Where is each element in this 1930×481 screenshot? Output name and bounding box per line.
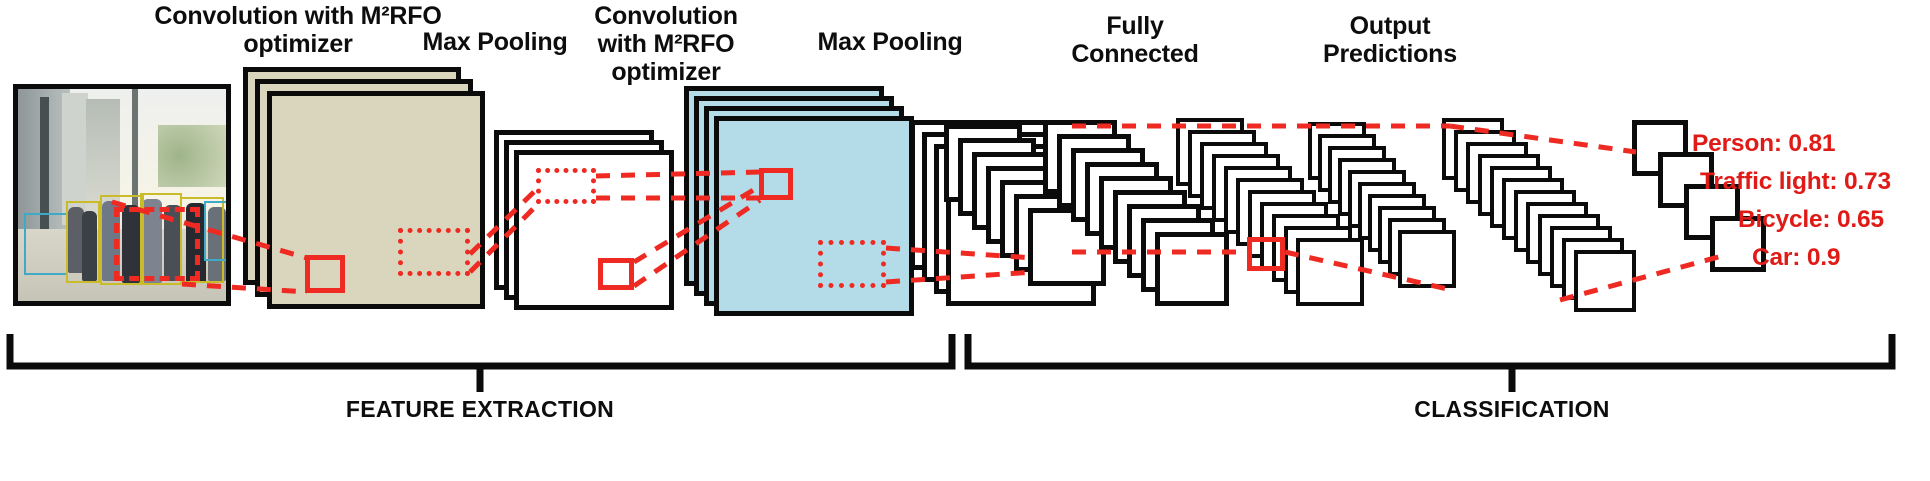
stage-label-conv2: Convolution with M²RFO optimizer [594, 2, 738, 86]
roi-box-conv1 [305, 255, 345, 293]
feature-extraction-bracket [6, 334, 956, 370]
detection-box-cyan [24, 213, 68, 275]
stage-label-fully-connected: Fully Connected [1071, 12, 1199, 68]
detection-box-yellow [66, 201, 100, 283]
prediction-person: Person: 0.81 [1692, 130, 1836, 157]
input-image [13, 84, 231, 306]
prediction-bicycle: Bicycle: 0.65 [1738, 206, 1884, 233]
photo-pole-left [40, 97, 49, 257]
prediction-car: Car: 0.9 [1752, 244, 1841, 271]
output-node [1710, 216, 1766, 272]
photo-building-mid [86, 99, 120, 217]
roi-box-fc [1247, 237, 1285, 271]
roi-box-conv2 [759, 168, 793, 200]
conv1-feature-map [267, 91, 485, 309]
fc-node [1574, 250, 1636, 312]
stage-label-pool1: Max Pooling [422, 28, 568, 56]
section-label-feature-extraction: FEATURE EXTRACTION [345, 396, 615, 422]
fc-node [1296, 238, 1364, 306]
section-label-classification: CLASSIFICATION [1414, 396, 1610, 422]
roi-box-pool1-target [536, 168, 596, 204]
classification-bracket [964, 334, 1896, 370]
detection-box-cyan [204, 201, 226, 261]
stage-label-pool2: Max Pooling [817, 28, 963, 56]
roi-box-pool1-source [398, 228, 470, 276]
photo-pedestrian [68, 207, 84, 273]
roi-box-input [114, 207, 200, 281]
stage-label-output-predictions: Output Predictions [1323, 12, 1457, 68]
photo-trees [158, 125, 226, 187]
roi-box-pool1 [598, 258, 634, 290]
fc-node [1398, 230, 1456, 288]
prediction-traffic-light: Traffic light: 0.73 [1700, 168, 1891, 195]
stage-label-conv1: Convolution with M²RFO optimizer [154, 2, 442, 58]
roi-box-conv2-output [818, 240, 886, 288]
photo-pedestrian [82, 211, 97, 281]
fc-node [1155, 232, 1229, 306]
photo-pole-mid [132, 89, 138, 209]
